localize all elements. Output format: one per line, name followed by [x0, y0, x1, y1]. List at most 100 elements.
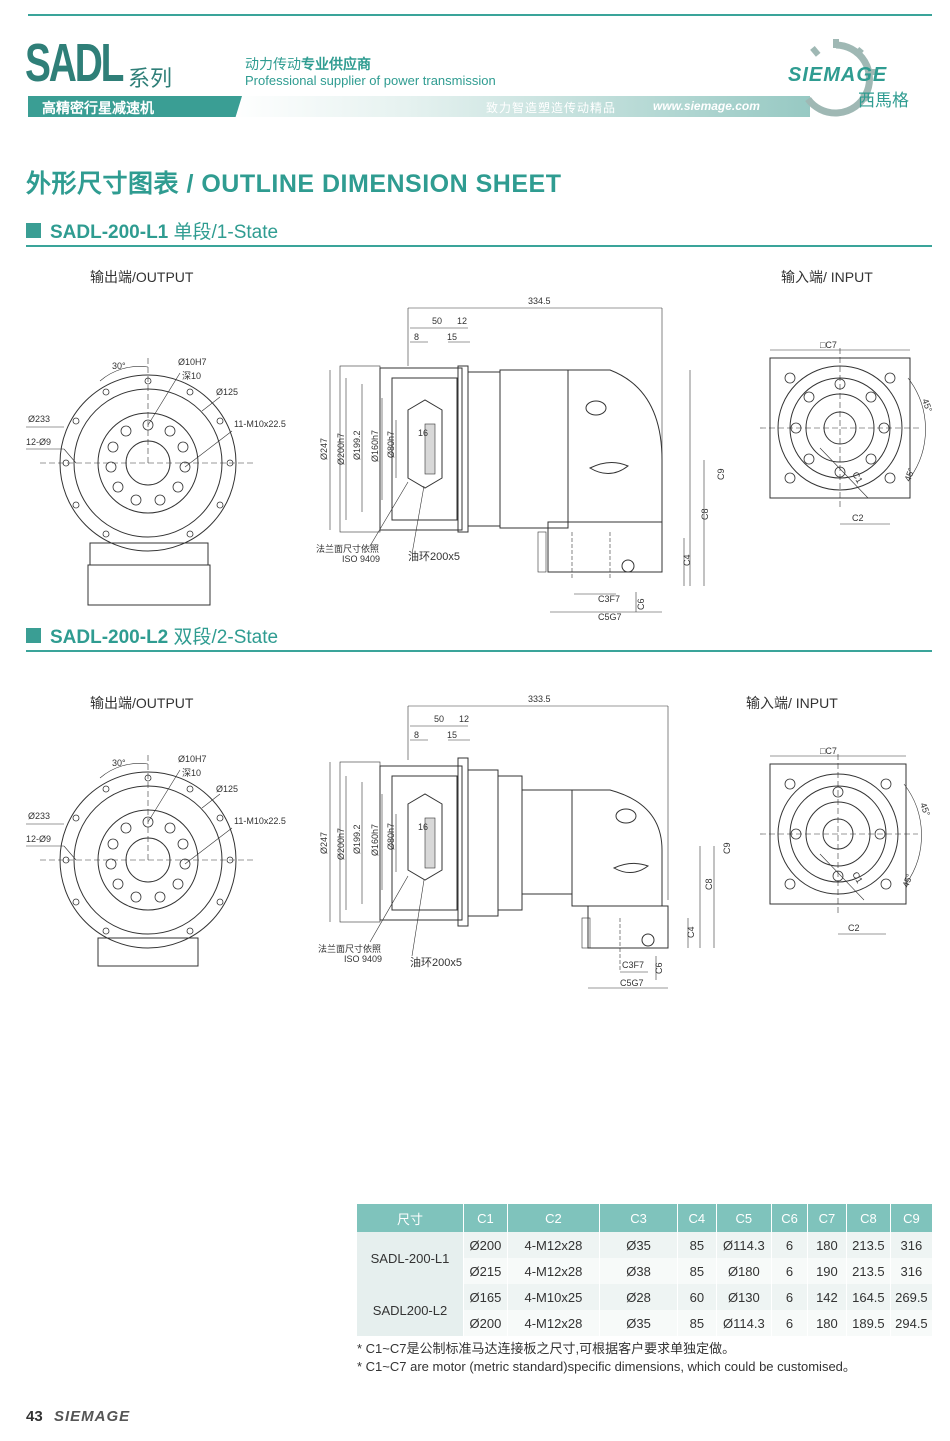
table-row: SADL-200-L1 Ø200 4-M12x28 Ø35 85 Ø114.3 …	[357, 1232, 934, 1284]
c8-label: C8	[700, 508, 710, 520]
c1-label: C1	[850, 470, 864, 485]
c3-label: C3F7	[622, 960, 644, 970]
c5-label: C5G7	[620, 978, 644, 988]
logo-cn: 西馬格	[858, 91, 909, 110]
table-cell: 142	[807, 1284, 847, 1310]
note-cn: * C1~C7是公制标准马达连接板之尺寸,可根据客户要求单独定做。	[357, 1341, 736, 1356]
c6-label: C6	[636, 598, 646, 610]
table-cell: Ø200	[463, 1310, 508, 1336]
table-row: SADL200-L2 Ø165 4-M10x25 Ø28 60 Ø130 6 1…	[357, 1284, 934, 1336]
table-cell: 85	[677, 1258, 717, 1284]
d80-label: Ø80h7	[386, 823, 396, 850]
section-title-l2: SADL-200-L2 双段/2-State	[50, 627, 279, 648]
table-model-cell: SADL200-L2	[357, 1284, 465, 1336]
table-cell: 4-M12x28	[507, 1258, 601, 1284]
dim-15-label: 15	[447, 332, 457, 342]
section-marker-icon	[26, 223, 41, 238]
dim-16-label: 16	[418, 428, 428, 438]
side-view-drawing-l2: 333.5 50 12 8 15 16 Ø247 Ø200h7 Ø199.2 Ø…	[318, 694, 732, 989]
d247-label: Ø247	[319, 438, 329, 460]
table-cell: 316	[890, 1258, 934, 1284]
c7-label: □C7	[820, 340, 837, 350]
table-cell: Ø35	[599, 1232, 679, 1258]
d160-label: Ø160h7	[370, 430, 380, 462]
input-label-l2: 输入端/ INPUT	[746, 695, 838, 711]
d233-label: Ø233	[28, 811, 50, 821]
pin-hole-label: Ø10H7	[178, 754, 207, 764]
table-header-cell: C6	[771, 1204, 808, 1232]
website-link[interactable]: www.siemage.com	[653, 99, 760, 113]
iso-label: ISO 9409	[344, 954, 382, 964]
oil-ring-label: 油环200x5	[408, 549, 460, 563]
table-header-cell: C9	[890, 1204, 934, 1232]
output-view-drawing-l2: 30° Ø10H7 深10 Ø125 11-M10x22.5 Ø233 12-Ø…	[26, 754, 286, 967]
dim-12-label: 12	[457, 316, 467, 326]
flange-note-label: 法兰面尺寸依照	[318, 943, 381, 954]
depth-label: 深10	[182, 371, 201, 381]
section-marker-icon	[26, 628, 41, 643]
c6-label: C6	[654, 962, 664, 974]
table-cell: 6	[771, 1258, 808, 1284]
d160-label: Ø160h7	[370, 824, 380, 856]
angle-45-label-b: 45°	[902, 466, 916, 483]
table-cell: 189.5	[846, 1310, 891, 1336]
table-header-row: 尺寸 C1 C2 C3 C4 C5 C6 C7 C8 C9	[357, 1204, 934, 1232]
table-cell: 6	[771, 1284, 808, 1310]
brand-series-label: 系列	[128, 66, 173, 91]
table-cell: 190	[807, 1258, 847, 1284]
table-cell: 180	[807, 1232, 847, 1258]
table-row: Ø215 4-M12x28 Ø38 85 Ø180 6 190 213.5 31…	[357, 1258, 934, 1284]
c2-label: C2	[848, 923, 860, 933]
table-cell: 4-M12x28	[507, 1310, 601, 1336]
table-header-cell: C2	[507, 1204, 601, 1232]
table-cell: Ø28	[599, 1284, 679, 1310]
dim-50-label: 50	[432, 316, 442, 326]
d125-label: Ø125	[216, 784, 238, 794]
section-heading-l2: SADL-200-L2 双段/2-State	[26, 622, 932, 652]
gear-logo-icon	[805, 39, 876, 117]
table-header-cell: C1	[463, 1204, 508, 1232]
c1-label: C1	[850, 870, 864, 885]
table-cell: 316	[890, 1232, 934, 1258]
d125-label: Ø125	[216, 387, 238, 397]
output-view-drawing-l1: 30° Ø10H7 深10 Ø125 11-M10x22.5 Ø233 12-Ø…	[26, 357, 286, 606]
dim-50-label: 50	[434, 714, 444, 724]
angle-30-label: 30°	[112, 361, 126, 371]
table-cell: 164.5	[846, 1284, 891, 1310]
c4-label: C4	[686, 926, 696, 938]
angle-45-label-a: 45°	[920, 397, 934, 414]
page-number: 43	[26, 1408, 43, 1425]
dim-12-label: 12	[459, 714, 469, 724]
table-cell: Ø114.3	[716, 1310, 773, 1336]
note-en: * C1~C7 are motor (metric standard)speci…	[357, 1359, 856, 1374]
table-row: Ø200 4-M12x28 Ø35 85 Ø114.3 6 180 189.5 …	[357, 1310, 934, 1336]
c5-label: C5G7	[598, 612, 622, 622]
overall-length-label: 333.5	[528, 694, 551, 704]
pin-hole-label: Ø10H7	[178, 357, 207, 367]
c9-label: C9	[716, 468, 726, 480]
section-title-l1: SADL-200-L1 单段/1-State	[50, 222, 279, 243]
dim-15-label: 15	[447, 730, 457, 740]
d247-label: Ø247	[319, 832, 329, 854]
d200-label: Ø200h7	[336, 828, 346, 860]
table-cell: 85	[677, 1232, 717, 1258]
c2-label: C2	[852, 513, 864, 523]
brand-title: SADL	[25, 33, 124, 93]
table-cell: 4-M12x28	[507, 1232, 601, 1258]
header-top-rule	[28, 14, 932, 16]
output-label-l2: 输出端/OUTPUT	[90, 695, 194, 711]
dim-8-label: 8	[414, 332, 419, 342]
table-cell: 180	[807, 1310, 847, 1336]
input-label-l1: 输入端/ INPUT	[781, 269, 873, 285]
d199-label: Ø199.2	[352, 430, 362, 460]
table-header-cell: C5	[716, 1204, 773, 1232]
side-view-drawing-l1: 334.5 50 12 8 15 16 Ø247 Ø200h7 Ø199.2 Ø…	[316, 296, 726, 622]
table-cell: Ø180	[716, 1258, 773, 1284]
table-cell: Ø200	[463, 1232, 508, 1258]
tagline-en: Professional supplier of power transmiss…	[245, 73, 496, 88]
table-cell: Ø114.3	[716, 1232, 773, 1258]
d233-label: Ø233	[28, 414, 50, 424]
table-cell: 269.5	[890, 1284, 934, 1310]
angle-45-label-b: 45°	[900, 872, 914, 889]
c7-label: □C7	[820, 746, 837, 756]
